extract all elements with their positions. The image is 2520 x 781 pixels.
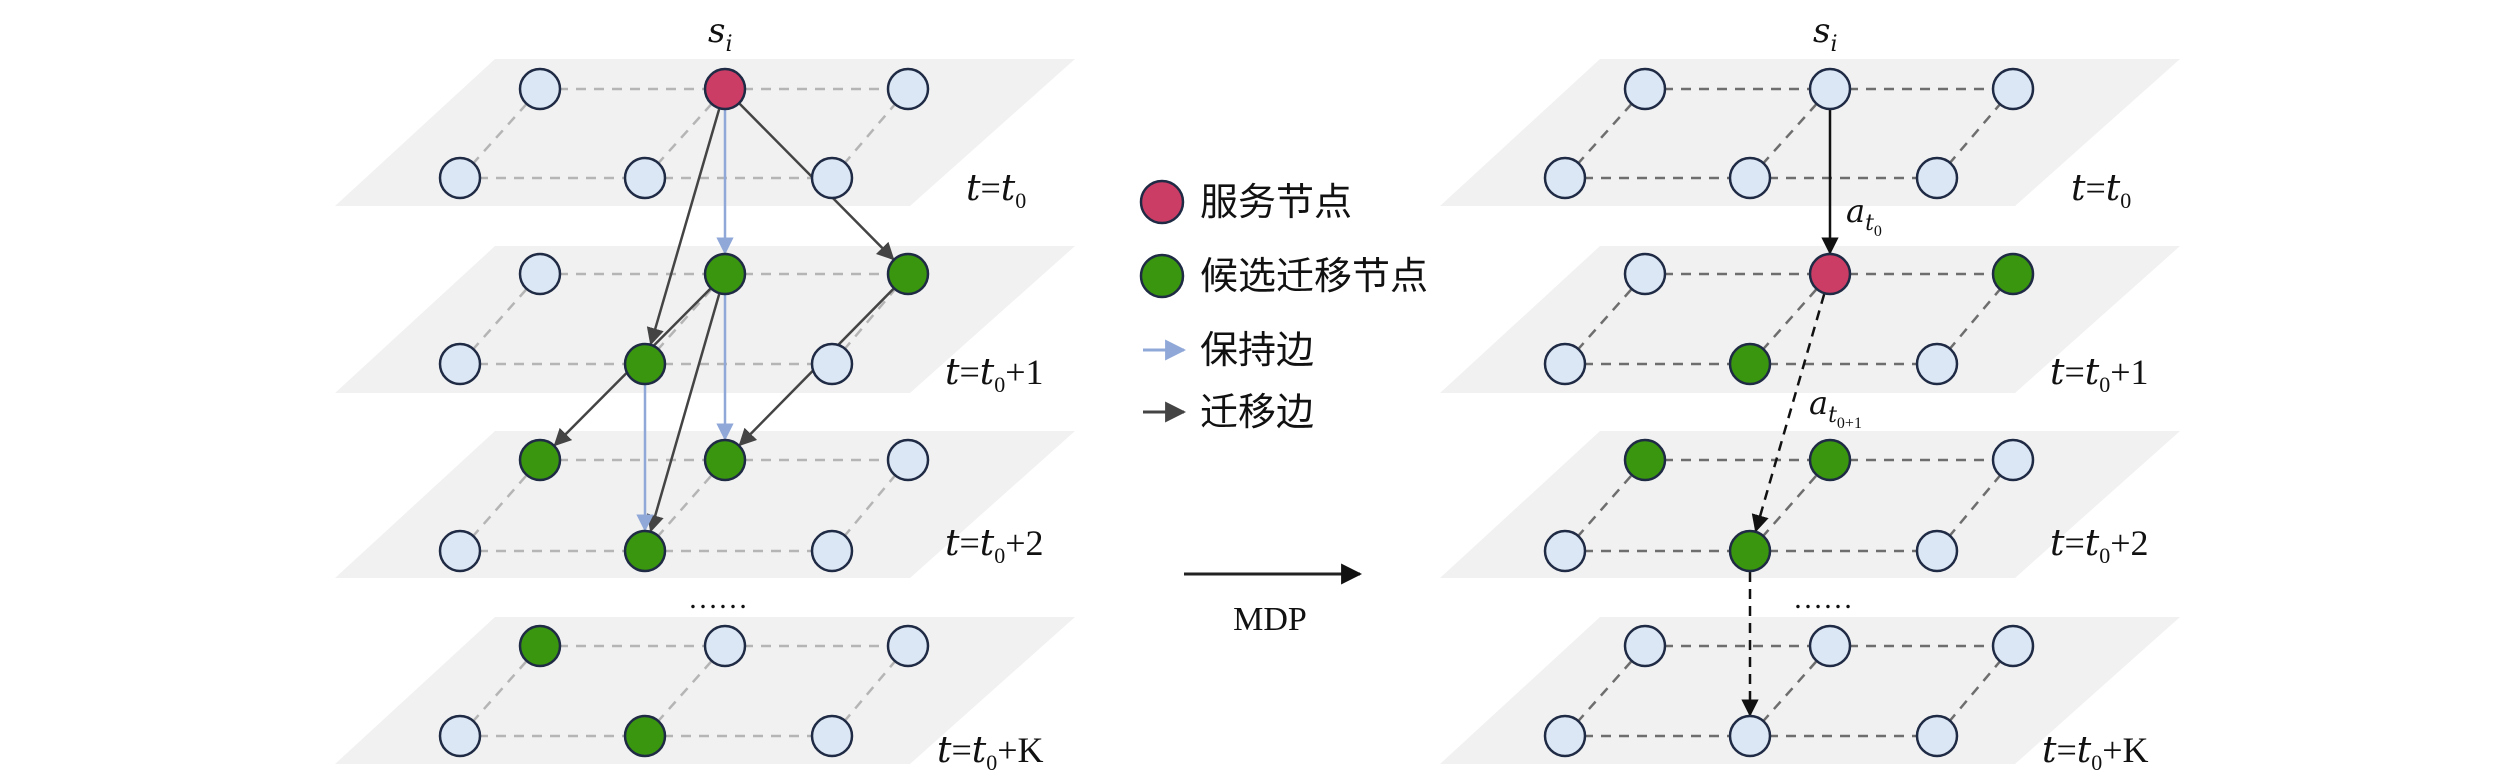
migrate-edge [646,293,721,533]
idle-node [1991,67,2035,111]
idle-node [1623,252,1667,296]
legend: 服务节点 候选迁移节点 保持边 迁移边 [1139,179,1428,434]
left_panel-layer-label: t=t0+1 [945,352,1044,397]
candidate-node [703,252,747,296]
idle-node [518,252,562,296]
candidate-node [1808,438,1852,482]
idle-node [810,156,854,200]
idle-node [623,156,667,200]
candidate-node [623,342,667,386]
mdp-label: MDP [1233,601,1307,638]
action-edge-t0-plus-1 [1751,293,1826,533]
idle-node [703,624,747,668]
idle-node [1623,67,1667,111]
idle-node [1991,624,2035,668]
idle-node [810,714,854,758]
right-source-label: si [1813,11,1838,57]
idle-node [1808,624,1852,668]
idle-node [1915,529,1959,573]
idle-node [886,624,930,668]
idle-node [518,67,562,111]
candidate-node [1991,252,2035,296]
idle-node [438,714,482,758]
legend-service-node-icon [1139,179,1185,225]
action-label-t0: at0 [1846,192,1882,240]
idle-node [1915,156,1959,200]
candidate-node [623,529,667,573]
candidate-node [703,438,747,482]
idle-node [1728,714,1772,758]
idle-node [1543,714,1587,758]
candidate-node [1728,529,1772,573]
service-node [703,67,747,111]
left_panel-layer-label: t=t0+K [937,730,1044,775]
legend-service-node-label: 服务节点 [1200,180,1352,224]
legend-keep-edge-label: 保持边 [1200,328,1314,372]
idle-node [438,156,482,200]
right-ellipsis: …… [1793,582,1853,615]
left-ellipsis: …… [688,582,748,615]
idle-node [1543,156,1587,200]
left_panel-layer-label: t=t0+2 [945,523,1044,568]
idle-node [886,438,930,482]
idle-node [1543,342,1587,386]
left_panel-layer-label: t=t0 [966,168,1026,213]
candidate-node [886,252,930,296]
idle-node [810,342,854,386]
candidate-node [518,624,562,668]
idle-node [810,529,854,573]
right_panel-layer-label: t=t0 [2071,168,2131,213]
idle-node [438,529,482,573]
service-node [1808,252,1852,296]
idle-node [1623,624,1667,668]
legend-candidate-node-label: 候选迁移节点 [1200,254,1428,298]
left-source-label: si [708,11,733,57]
idle-node [1915,342,1959,386]
candidate-node [623,714,667,758]
idle-node [1915,714,1959,758]
candidate-node [518,438,562,482]
action-label-t0-plus-1: at0+1 [1809,384,1862,432]
idle-node [438,342,482,386]
idle-node [886,67,930,111]
legend-candidate-node-icon [1139,253,1185,299]
idle-node [1808,67,1852,111]
candidate-node [1623,438,1667,482]
right_panel-layer-label: t=t0+1 [2050,352,2149,397]
right_panel-layer-label: t=t0+2 [2050,523,2149,568]
migrate-edge [646,108,721,346]
idle-node [1728,156,1772,200]
idle-node [1991,438,2035,482]
candidate-node [1728,342,1772,386]
idle-node [1543,529,1587,573]
legend-migrate-edge-label: 迁移边 [1200,390,1314,434]
right_panel-layer-label: t=t0+K [2042,730,2149,775]
